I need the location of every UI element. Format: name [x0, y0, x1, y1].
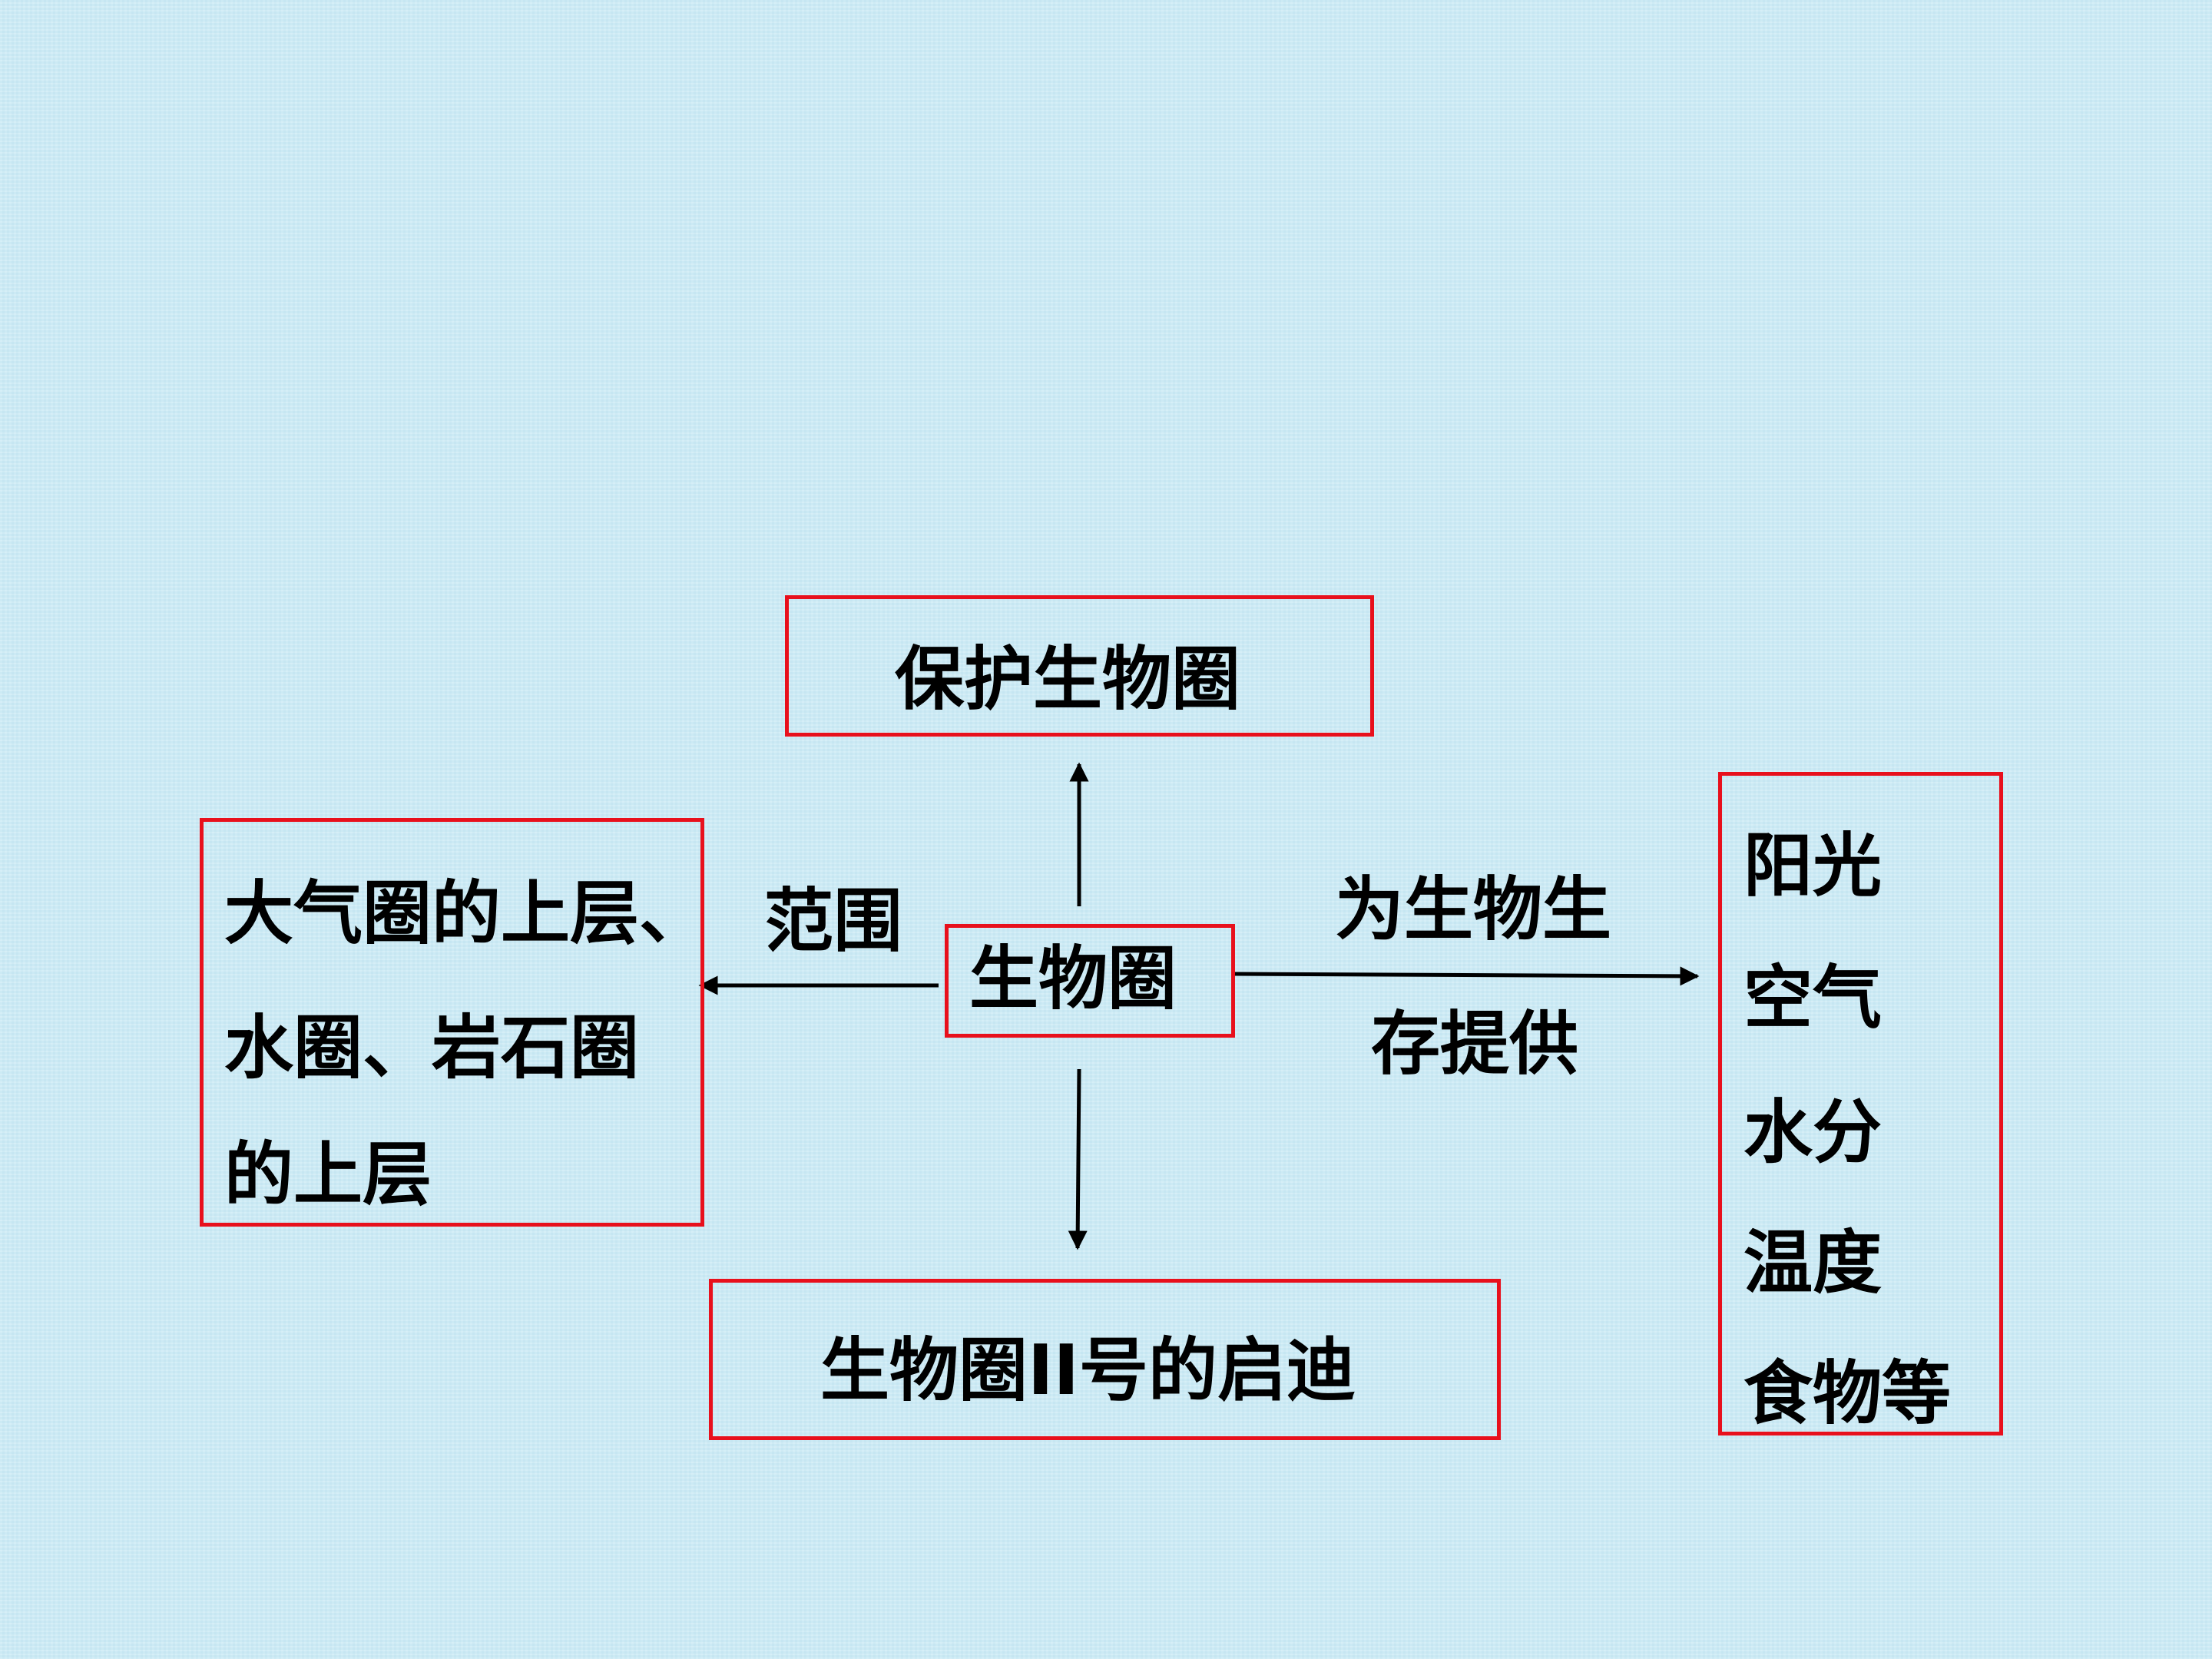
right-node-box — [1718, 772, 2003, 1435]
arrow-to-right — [1234, 966, 1700, 986]
right-node-item-5: 食物等 — [1743, 1353, 1951, 1434]
right-edge-label-line-2: 存提供 — [1371, 1004, 1578, 1084]
left-edge-label: 范围 — [764, 881, 902, 962]
arrow-to-bottom — [1068, 1068, 1088, 1250]
left-node-line-3: 的上层 — [224, 1134, 432, 1215]
right-node-item-1: 阳光 — [1743, 826, 1882, 906]
right-edge-label-line-1: 为生物生 — [1335, 869, 1611, 950]
left-node-line-2: 水圈、岩石圈 — [224, 1008, 639, 1088]
top-node-label: 保护生物圈 — [895, 639, 1240, 720]
right-node-item-2: 空气 — [1743, 958, 1882, 1038]
top-node-box — [785, 595, 1374, 737]
left-node-box — [200, 818, 704, 1227]
center-node-box — [945, 924, 1235, 1038]
right-node-item-3: 水分 — [1743, 1092, 1882, 1173]
center-node-label: 生物圈 — [969, 939, 1177, 1019]
left-node-line-1: 大气圈的上层、 — [224, 873, 708, 954]
bottom-node-box — [709, 1279, 1501, 1440]
bottom-node-label: 生物圈II号的启迪 — [820, 1330, 1356, 1411]
right-node-item-4: 温度 — [1743, 1223, 1882, 1303]
